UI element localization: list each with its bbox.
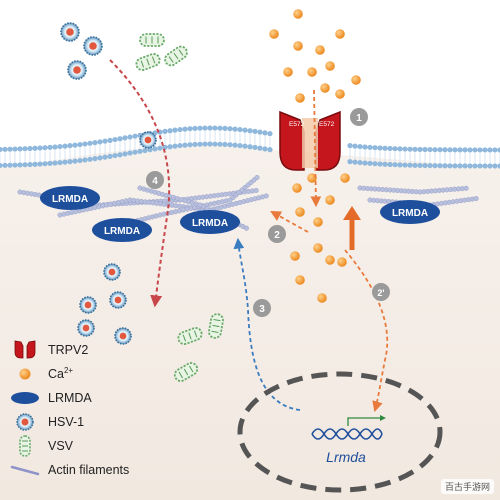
actin-filaments-icon [8, 459, 42, 481]
legend-row-trpv2: TRPV2 [8, 338, 178, 362]
step-badge-4: 4 [146, 171, 164, 189]
legend-row-hsv1: HSV-1 [8, 410, 178, 434]
legend-label-vsv: VSV [48, 439, 74, 453]
step-badge-2: 2 [268, 225, 286, 243]
legend-label-calcium: Ca2+ [48, 366, 74, 382]
svg-text:2: 2 [274, 230, 280, 241]
svg-text:3: 3 [259, 304, 265, 315]
legend-row-lrmda: LRMDA [8, 386, 178, 410]
svg-text:LRMDA: LRMDA [52, 194, 88, 205]
svg-text:LRMDA: LRMDA [192, 218, 228, 229]
calcium-icon [8, 363, 42, 385]
legend-label-trpv2: TRPV2 [48, 343, 89, 357]
legend-row-vsv: VSV [8, 434, 178, 458]
vsv-icon [8, 435, 42, 457]
svg-text:LRMDA: LRMDA [104, 226, 140, 237]
svg-text:LRMDA: LRMDA [392, 208, 428, 219]
calcium-influx-arrowhead [343, 206, 361, 220]
plasma-membrane [0, 125, 500, 169]
svg-text:1: 1 [356, 113, 362, 124]
lrmda-icon [8, 387, 42, 409]
legend-row-actin: Actin filaments [8, 458, 178, 482]
virus-entry-arrow [109, 59, 171, 308]
watermark: 百古手游网 [440, 479, 494, 494]
calcium-to-nucleus-arrow [344, 249, 389, 413]
lrmda-gene-dna [311, 415, 386, 440]
legend-label-lrmda: LRMDA [48, 391, 92, 405]
step-badge-2-prime: 2' [372, 283, 390, 301]
expression-arrow [233, 237, 301, 411]
trpv2-icon [8, 339, 42, 361]
lrmda-protein-1: LRMDA [40, 186, 100, 210]
svg-text:4: 4 [152, 176, 158, 187]
e572-label-right: E572 [319, 121, 335, 128]
lrmda-protein-2: LRMDA [92, 218, 152, 242]
calcium-release-arrow [310, 89, 322, 208]
nucleus [237, 371, 443, 493]
svg-text:2': 2' [377, 288, 384, 298]
gene-label: Lrmda [326, 449, 366, 465]
legend-label-hsv1: HSV-1 [48, 415, 85, 429]
lrmda-protein-4: LRMDA [380, 200, 440, 224]
step-badge-1: 1 [350, 108, 368, 126]
legend-label-actin: Actin filaments [48, 463, 130, 477]
virus-particles [60, 22, 224, 382]
step-badge-3: 3 [253, 299, 271, 317]
legend-row-calcium: Ca2+ [8, 362, 178, 386]
hsv1-icon [8, 411, 42, 433]
lrmda-protein-3: LRMDA [180, 210, 240, 234]
legend: TRPV2 Ca2+ LRMDA HSV-1 V [8, 338, 178, 482]
trpv2-channel: E572 E572 [279, 110, 341, 171]
e572-label-left: E572 [289, 121, 305, 128]
calcium-ions [269, 9, 361, 303]
